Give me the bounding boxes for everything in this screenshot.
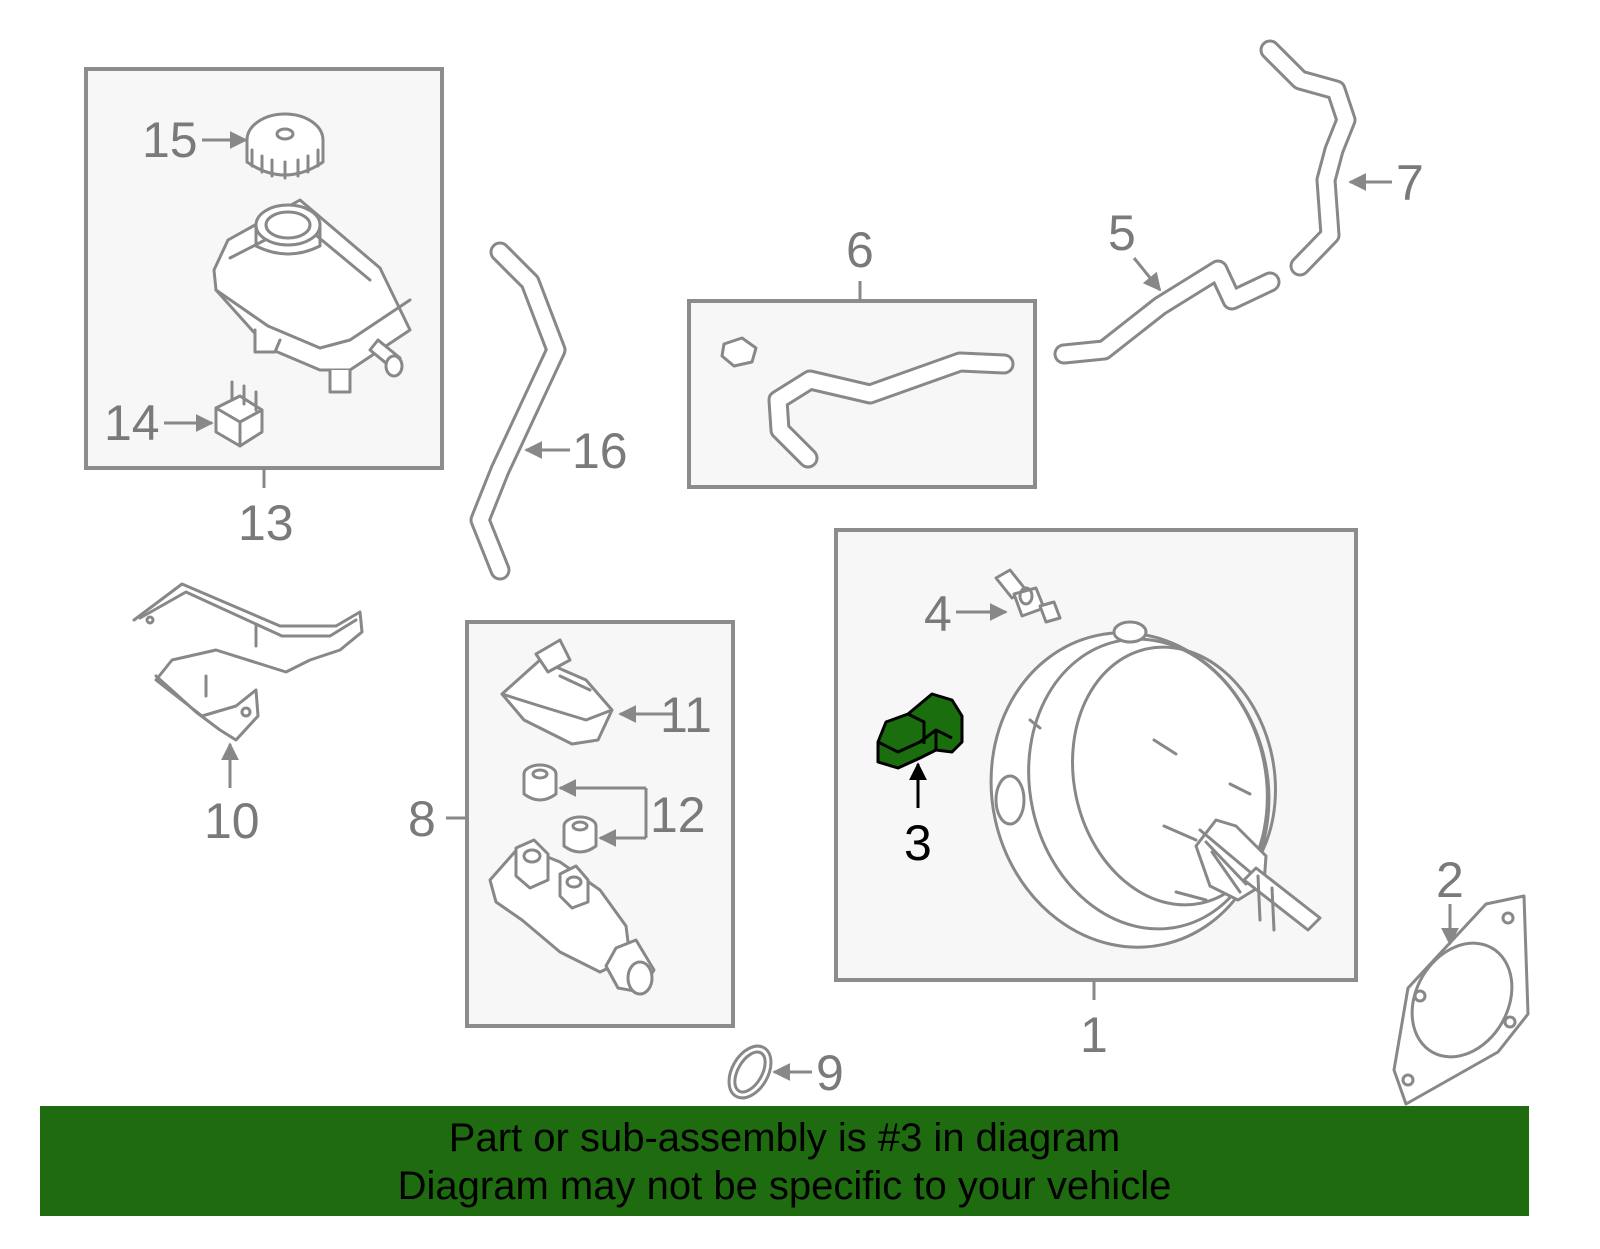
svg-text:9: 9 (816, 1045, 844, 1101)
svg-text:3: 3 (904, 815, 932, 871)
brake-booster-box: 4 3 (834, 528, 1358, 982)
svg-text:10: 10 (204, 793, 260, 849)
callout-8: 8 (408, 791, 467, 847)
svg-text:8: 8 (408, 791, 436, 847)
hose-7-part[interactable] (1259, 39, 1357, 277)
callout-2: 2 (1436, 852, 1464, 946)
svg-text:7: 7 (1396, 155, 1424, 211)
cylinder-valve-11-part[interactable] (500, 638, 614, 746)
master-cylinder-part[interactable] (488, 838, 656, 996)
svg-text:13: 13 (238, 495, 294, 551)
callout-9: 9 (772, 1045, 844, 1101)
callout-1: 1 (1080, 980, 1108, 1063)
banner-line-2: Diagram may not be specific to your vehi… (397, 1164, 1172, 1208)
reservoir-cap-part[interactable] (245, 112, 325, 180)
o-ring-9-part[interactable] (720, 1039, 779, 1105)
callout-15: 15 (142, 112, 248, 168)
svg-text:15: 15 (142, 112, 198, 168)
seal-12b-part[interactable] (562, 815, 598, 854)
vacuum-hose-6-part[interactable] (767, 351, 1015, 469)
callout-16: 16 (524, 423, 628, 479)
svg-text:14: 14 (104, 395, 160, 451)
seal-12a-part[interactable] (522, 763, 558, 802)
callout-13: 13 (238, 468, 294, 551)
callout-14: 14 (104, 395, 214, 451)
brake-fluid-reservoir-part[interactable] (212, 198, 412, 394)
brake-booster-part[interactable] (962, 607, 1322, 973)
bracket-10-part[interactable] (132, 582, 364, 742)
callout-7: 7 (1348, 155, 1424, 211)
svg-text:16: 16 (572, 423, 628, 479)
vacuum-hose-box (687, 299, 1037, 489)
callout-12-label: 12 (650, 787, 706, 843)
gasket-2-part[interactable] (1392, 894, 1532, 1106)
svg-text:5: 5 (1108, 205, 1136, 261)
hose-clip-part[interactable] (720, 336, 758, 368)
check-valve-4-part[interactable] (994, 568, 1062, 624)
banner-line-1: Part or sub-assembly is #3 in diagram (448, 1116, 1121, 1160)
hose-16-part[interactable] (469, 241, 567, 581)
info-banner: Part or sub-assembly is #3 in diagram Di… (40, 1106, 1529, 1216)
fluid-level-sensor-part[interactable] (214, 380, 264, 448)
svg-text:4: 4 (924, 586, 952, 642)
master-cylinder-box: 11 (465, 620, 735, 1028)
callout-3: 3 (904, 762, 932, 871)
callout-6: 6 (846, 222, 874, 301)
hose-5-part[interactable] (1053, 259, 1281, 365)
svg-text:2: 2 (1436, 852, 1464, 908)
svg-text:11: 11 (660, 687, 712, 743)
callout-4: 4 (924, 586, 1008, 642)
callout-12 (558, 779, 648, 847)
reservoir-assembly-box: 15 14 (84, 67, 444, 470)
callout-11: 11 (618, 687, 712, 743)
svg-text:1: 1 (1080, 1007, 1108, 1063)
booster-bracket-3-part[interactable] (876, 692, 964, 770)
svg-text:12: 12 (650, 787, 706, 843)
callout-10: 10 (204, 742, 260, 849)
callout-5: 5 (1108, 205, 1162, 292)
svg-text:6: 6 (846, 222, 874, 278)
